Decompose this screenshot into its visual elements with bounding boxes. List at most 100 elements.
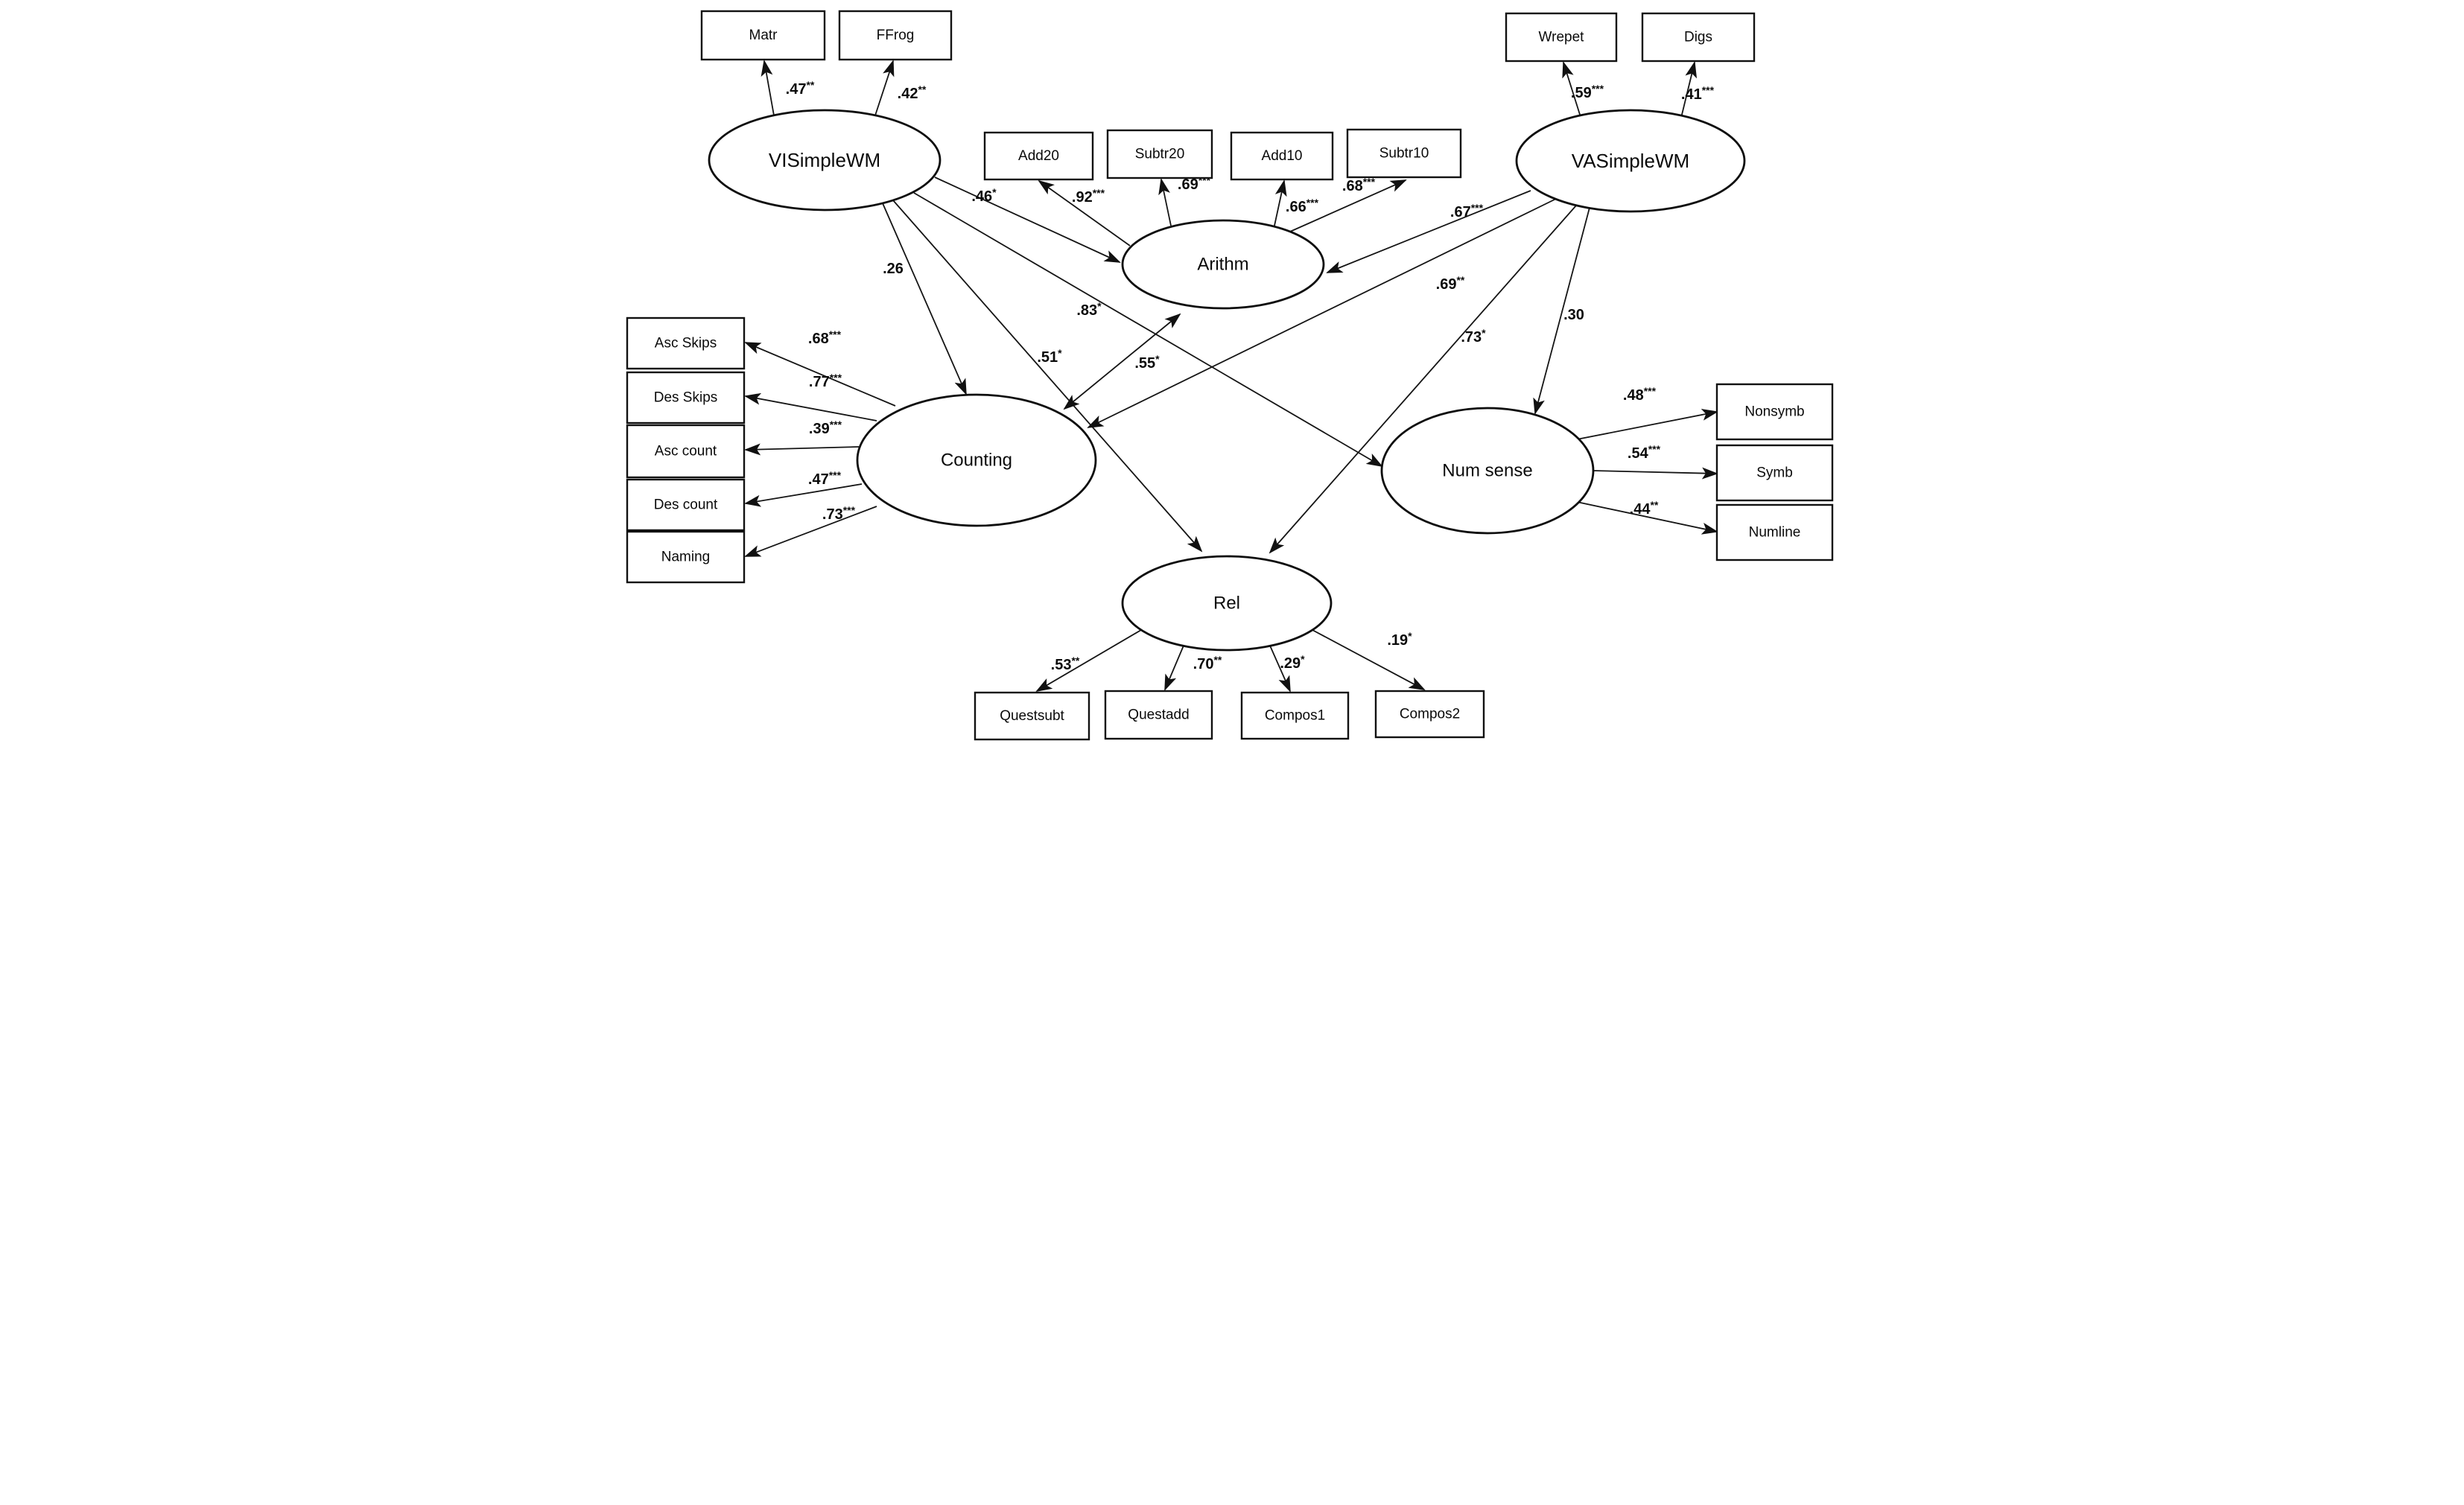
coefficient-value: .47 [808, 471, 829, 488]
significance-stars: *** [1093, 187, 1105, 199]
sem-diagram-page: .46*.26.83*.51*.67***.69**.30.73*.55*.47… [616, 0, 1848, 752]
path-coefficient-counting-naming: .73*** [822, 504, 856, 523]
observed-variable-box [838, 10, 953, 61]
path-vasimplewm-rel [1268, 205, 1577, 554]
significance-stars: ** [1071, 655, 1079, 666]
path-coefficient-visimplewm-numsense: .83* [1076, 300, 1102, 319]
path-coefficient-visimplewm-ffrog: .42** [898, 83, 927, 102]
significance-stars: *** [1471, 202, 1484, 214]
observed-variable-box [1346, 128, 1462, 179]
significance-stars: *** [829, 469, 842, 481]
add20-label: Add20 [1018, 148, 1059, 164]
matr-label: Matr [749, 28, 778, 43]
coefficient-value: .19 [1387, 632, 1408, 649]
coefficient-value: .73 [1461, 329, 1482, 346]
significance-stars: * [992, 186, 997, 198]
path-coefficient-rel-compos1: .29* [1280, 653, 1305, 672]
descount-label: Des count [654, 497, 718, 513]
digs-label: Digs [1684, 30, 1712, 45]
significance-stars: *** [1648, 443, 1661, 455]
coefficient-value: .66 [1286, 199, 1306, 215]
path-coefficient-rel-questadd: .70** [1193, 654, 1222, 672]
significance-stars: *** [1363, 176, 1376, 188]
coefficient-value: .51 [1037, 349, 1058, 366]
significance-stars: ** [1213, 654, 1222, 666]
path-rel-questadd [1164, 645, 1184, 691]
observed-descount: Des count [626, 478, 746, 532]
add10-label: Add10 [1262, 148, 1303, 164]
latent-counting: Counting [856, 393, 1097, 527]
symb-label: Symb [1756, 465, 1793, 481]
vasimplewm-label: VASimpleWM [1572, 150, 1689, 172]
nonsymb-label: Nonsymb [1744, 404, 1804, 420]
observed-variable-box [983, 131, 1094, 181]
path-counting-ascskips [744, 342, 896, 407]
path-coefficient-visimplewm-matr: .47** [786, 79, 815, 98]
observed-numline: Numline [1715, 503, 1834, 561]
path-numsense-nonsymb [1576, 409, 1718, 440]
sem-path-diagram: .46*.26.83*.51*.67***.69**.30.73*.55*.47… [626, 10, 1834, 741]
path-vasimplewm-digs [1680, 61, 1698, 118]
path-coefficient-vasimplewm-counting: .69** [1436, 274, 1465, 293]
coefficient-value: .29 [1280, 655, 1301, 672]
observed-compos1: Compos1 [1240, 691, 1350, 740]
path-coefficient-arithm-add20: .92*** [1072, 187, 1105, 206]
compos2-label: Compos2 [1400, 707, 1460, 722]
naming-label: Naming [661, 550, 710, 565]
latent-variable-ellipse [856, 393, 1097, 527]
path-rel-questsubt [1035, 629, 1142, 693]
latent-variable-ellipse [1380, 407, 1595, 535]
path-coefficient-rel-questsubt: .53** [1051, 655, 1080, 673]
path-coefficient-visimplewm-counting: .26 [883, 261, 904, 277]
significance-stars: ** [1650, 499, 1658, 511]
ffrog-label: FFrog [877, 28, 915, 43]
path-rel-compos1 [1269, 645, 1291, 693]
path-coefficient-counting-desskips: .77*** [809, 372, 842, 390]
significance-stars: ** [1456, 274, 1464, 286]
coefficient-value: .46 [971, 188, 992, 205]
significance-stars: *** [1702, 84, 1715, 96]
path-vasimplewm-arithm [1326, 190, 1531, 273]
path-coefficient-visimplewm-arithm: .46* [971, 186, 997, 205]
rel-label: Rel [1213, 594, 1240, 614]
observed-questsubt: Questsubt [974, 691, 1090, 741]
path-coefficient-rel-compos2: .19* [1387, 630, 1412, 649]
questadd-label: Questadd [1128, 707, 1189, 723]
path-coefficient-counting-arithm: .55* [1134, 353, 1160, 372]
path-coefficient-numsense-symb: .54*** [1628, 443, 1661, 462]
observed-variable-box [1715, 503, 1834, 561]
observed-digs: Digs [1641, 12, 1756, 63]
path-vasimplewm-numsense [1533, 207, 1590, 415]
path-coefficient-numsense-nonsymb: .48*** [1623, 385, 1657, 404]
path-arithm-add20 [1038, 179, 1131, 246]
observed-ascskips: Asc Skips [626, 316, 746, 370]
observed-variable-box [1240, 691, 1350, 740]
path-coefficient-vasimplewm-digs: .41*** [1681, 84, 1715, 103]
wrepet-label: Wrepet [1539, 30, 1585, 45]
path-counting-naming [744, 506, 877, 557]
coefficient-value: .26 [883, 261, 904, 277]
path-counting-desskips [744, 392, 877, 421]
significance-stars: ** [918, 83, 926, 95]
latent-variable-ellipse [1515, 109, 1746, 213]
path-coefficient-numsense-numline: .44** [1630, 499, 1659, 518]
path-vasimplewm-wrepet [1562, 61, 1581, 118]
path-arithm-add10 [1274, 179, 1287, 226]
latent-variable-ellipse [1121, 219, 1325, 310]
path-arithm-subtr20 [1158, 178, 1172, 226]
observed-variable-box [700, 10, 826, 61]
observed-subtr20: Subtr20 [1106, 129, 1213, 179]
significance-stars: * [1482, 327, 1486, 339]
path-coefficient-arithm-add10: .66*** [1286, 197, 1319, 215]
numsense-label: Num sense [1442, 461, 1532, 481]
arithm-label: Arithm [1197, 255, 1248, 275]
coefficient-value: .44 [1630, 501, 1651, 518]
observed-variable-box [626, 424, 746, 479]
path-visimplewm-arithm [934, 176, 1121, 263]
path-visimplewm-ffrog [874, 60, 895, 116]
observed-variable-box [1106, 129, 1213, 179]
significance-stars: * [1301, 653, 1305, 665]
coefficient-value: .48 [1623, 387, 1644, 404]
desskips-label: Des Skips [654, 390, 718, 406]
significance-stars: *** [1592, 83, 1604, 95]
